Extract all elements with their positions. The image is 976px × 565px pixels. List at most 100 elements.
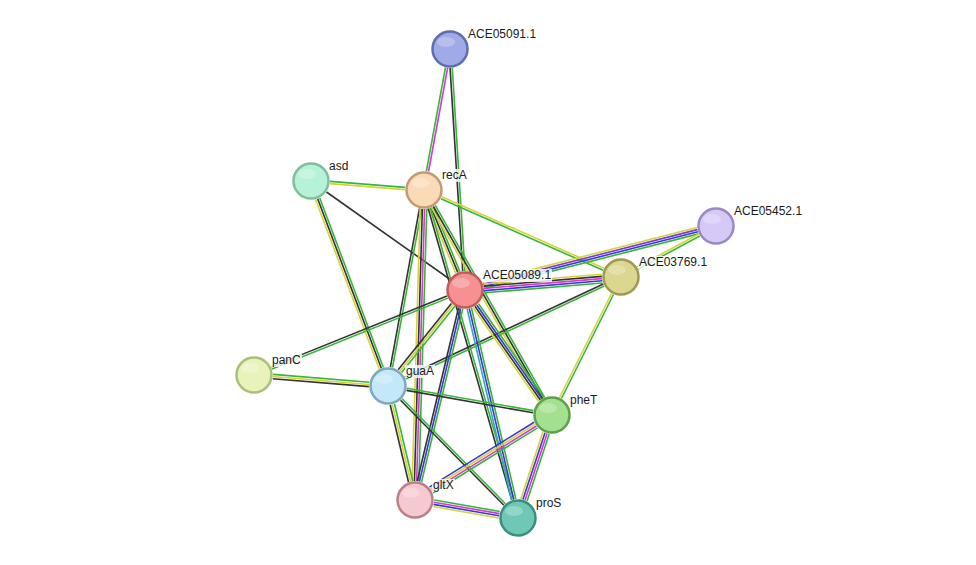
interaction-edge <box>473 304 544 402</box>
interaction-edge <box>428 208 514 500</box>
evidence-line <box>523 433 545 500</box>
node-highlight <box>703 214 721 224</box>
evidence-line <box>433 428 538 493</box>
node-highlight <box>437 37 455 47</box>
node-disc <box>433 32 468 67</box>
evidence-line <box>435 205 544 397</box>
evidence-line <box>316 200 380 369</box>
node-disc <box>407 173 442 208</box>
evidence-line <box>434 504 500 515</box>
node-highlight <box>452 278 470 288</box>
interaction-edge <box>330 181 405 189</box>
interaction-edge <box>273 374 369 386</box>
evidence-line <box>521 432 543 499</box>
node-circle <box>697 207 735 245</box>
interaction-edge <box>426 67 447 171</box>
node-circle <box>431 30 469 68</box>
protein-node: ACE05089.1 <box>446 271 484 309</box>
evidence-line <box>390 405 408 482</box>
evidence-line <box>398 303 451 369</box>
evidence-line <box>560 294 612 398</box>
node-disc <box>535 398 570 433</box>
node-circle <box>405 171 443 209</box>
evidence-line <box>330 184 405 190</box>
node-highlight <box>411 178 429 188</box>
interaction-edge <box>390 404 413 482</box>
node-circle <box>602 258 640 296</box>
node-highlight <box>539 403 557 413</box>
node-circle <box>292 162 330 200</box>
protein-node: ACE05452.1 <box>697 207 735 245</box>
protein-node: pheT <box>533 396 571 434</box>
node-circle <box>396 481 434 519</box>
node-circle <box>369 367 407 405</box>
evidence-line <box>402 306 455 372</box>
evidence-line <box>469 309 513 500</box>
protein-node: ACE05091.1 <box>431 30 469 68</box>
node-label: proS <box>535 497 562 510</box>
evidence-line <box>561 294 613 398</box>
evidence-line <box>433 507 499 518</box>
evidence-line <box>407 390 534 412</box>
evidence-line <box>525 433 547 500</box>
protein-node: gltX <box>396 481 434 519</box>
evidence-line <box>392 404 410 481</box>
node-disc <box>371 369 406 404</box>
node-label: pheT <box>569 394 598 407</box>
node-circle <box>533 396 571 434</box>
node-circle <box>235 356 273 394</box>
protein-node: guaA <box>369 367 407 405</box>
evidence-line <box>433 207 542 399</box>
node-disc <box>448 273 483 308</box>
evidence-line <box>320 198 384 367</box>
node-highlight <box>608 265 626 275</box>
evidence-line <box>271 296 447 367</box>
interaction-edge <box>521 432 549 501</box>
node-disc <box>699 209 734 244</box>
node-disc <box>604 260 639 295</box>
evidence-line <box>429 68 448 172</box>
node-circle <box>446 271 484 309</box>
node-disc <box>294 164 329 199</box>
protein-node: recA <box>405 171 443 209</box>
interaction-edge <box>560 294 614 399</box>
node-disc <box>237 358 272 393</box>
evidence-line <box>390 208 419 367</box>
evidence-line <box>430 208 514 499</box>
interaction-edge <box>316 198 384 369</box>
node-label: asd <box>328 160 349 173</box>
node-highlight <box>402 488 420 498</box>
protein-node: ACE03769.1 <box>602 258 640 296</box>
protein-node: panC <box>235 356 273 394</box>
node-highlight <box>298 169 316 179</box>
node-highlight <box>375 374 393 384</box>
protein-node: asd <box>292 162 330 200</box>
node-label: recA <box>441 169 468 182</box>
node-label: panC <box>271 354 302 367</box>
evidence-line <box>429 422 534 487</box>
node-disc <box>501 501 536 536</box>
evidence-line <box>273 379 369 387</box>
interaction-edge <box>433 500 500 518</box>
interaction-edge <box>271 296 448 369</box>
node-highlight <box>505 506 523 516</box>
node-disc <box>398 483 433 518</box>
evidence-line <box>428 209 512 500</box>
node-label: ACE05089.1 <box>482 269 552 282</box>
node-label: ACE05452.1 <box>733 205 803 218</box>
interaction-edge <box>429 422 537 493</box>
evidence-line <box>318 199 382 368</box>
protein-node: proS <box>499 499 537 537</box>
node-label: gltX <box>432 479 455 492</box>
node-label: guaA <box>405 365 435 378</box>
node-label: ACE03769.1 <box>638 256 708 269</box>
node-label: ACE05091.1 <box>467 28 537 41</box>
evidence-line <box>395 404 413 481</box>
evidence-line <box>407 388 534 410</box>
node-highlight <box>241 363 259 373</box>
interaction-edge <box>407 388 534 413</box>
node-circle <box>499 499 537 537</box>
evidence-line <box>426 67 445 171</box>
